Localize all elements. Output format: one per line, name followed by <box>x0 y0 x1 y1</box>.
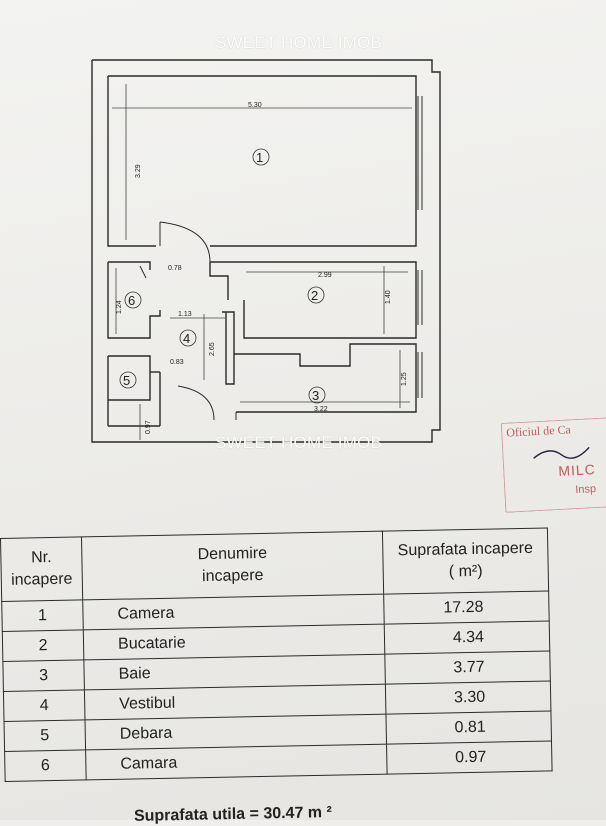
cadastre-stamp: Oficiul de Ca MILC Insp <box>500 417 606 513</box>
header-nr: Nr. incapere <box>0 536 83 602</box>
room-number-1: 1 <box>256 150 263 165</box>
room-3-wall <box>234 343 417 413</box>
room-number-3: 3 <box>312 388 319 403</box>
cell-area: 4.34 <box>384 620 550 655</box>
watermark-top: SWEET HOME IMOB <box>215 33 383 52</box>
dim-label: 0.78 <box>168 265 182 272</box>
room-2-wall <box>210 261 417 339</box>
floor-plan: 5.30 3.29 0.78 2.99 1.24 1.40 1.13 2.65 … <box>91 59 441 443</box>
dim-label: 0.97 <box>145 420 152 434</box>
cell-nr: 3 <box>2 659 85 692</box>
room-5-wall <box>107 355 151 401</box>
cell-nr: 5 <box>4 719 86 752</box>
cell-area: 0.81 <box>385 710 552 745</box>
room-number-4: 4 <box>183 331 190 346</box>
cell-name: Camara <box>85 744 388 780</box>
dim-label: 3.22 <box>314 406 328 413</box>
cell-area: 17.28 <box>383 590 550 625</box>
room-number-5: 5 <box>123 373 130 388</box>
total-usable-area: Suprafata utila = 30.47 m ² <box>133 804 332 825</box>
room-number-6: 6 <box>128 293 135 308</box>
dim-label: 2.99 <box>318 272 332 279</box>
outer-wall <box>91 59 441 443</box>
room-4-wall <box>222 311 235 385</box>
dim-label: 1.40 <box>385 290 392 304</box>
room-1-wall <box>108 75 417 247</box>
door-arc <box>159 221 211 263</box>
header-name: Denumire incapere <box>81 531 384 600</box>
table-header-row: Nr. incapere Denumire incapere Suprafata… <box>0 527 549 602</box>
stamp-signature-icon <box>533 446 590 459</box>
cell-area: 3.77 <box>384 650 551 685</box>
rooms-table: Nr. incapere Denumire incapere Suprafata… <box>0 527 553 782</box>
cell-nr: 1 <box>1 599 84 632</box>
stamp-line-3: Insp <box>575 483 597 497</box>
room-6-wall <box>108 261 151 270</box>
room-1-wall-left <box>107 76 156 247</box>
watermark-middle: SWEET HOME IMOB <box>215 433 383 452</box>
stamp-line-2: MILC <box>557 461 597 480</box>
cell-nr: 2 <box>2 629 84 662</box>
dim-label: 1.24 <box>116 300 123 314</box>
room-number-2: 2 <box>311 288 318 303</box>
cell-area: 3.30 <box>385 680 551 715</box>
dim-label: 1.13 <box>178 311 192 318</box>
cell-nr: 6 <box>4 749 87 782</box>
cell-area: 0.97 <box>386 740 553 775</box>
dim-label: 0.83 <box>170 359 184 366</box>
dim-label: 1.25 <box>401 372 408 386</box>
header-area: Suprafata incapere ( m²) <box>382 527 549 595</box>
dim-label: 5.30 <box>248 102 262 109</box>
dim-label: 3.29 <box>135 164 142 178</box>
stamp-line-1: Oficiul de Ca <box>505 422 572 440</box>
cell-nr: 4 <box>3 689 86 722</box>
dim-label: 2.65 <box>209 342 216 356</box>
